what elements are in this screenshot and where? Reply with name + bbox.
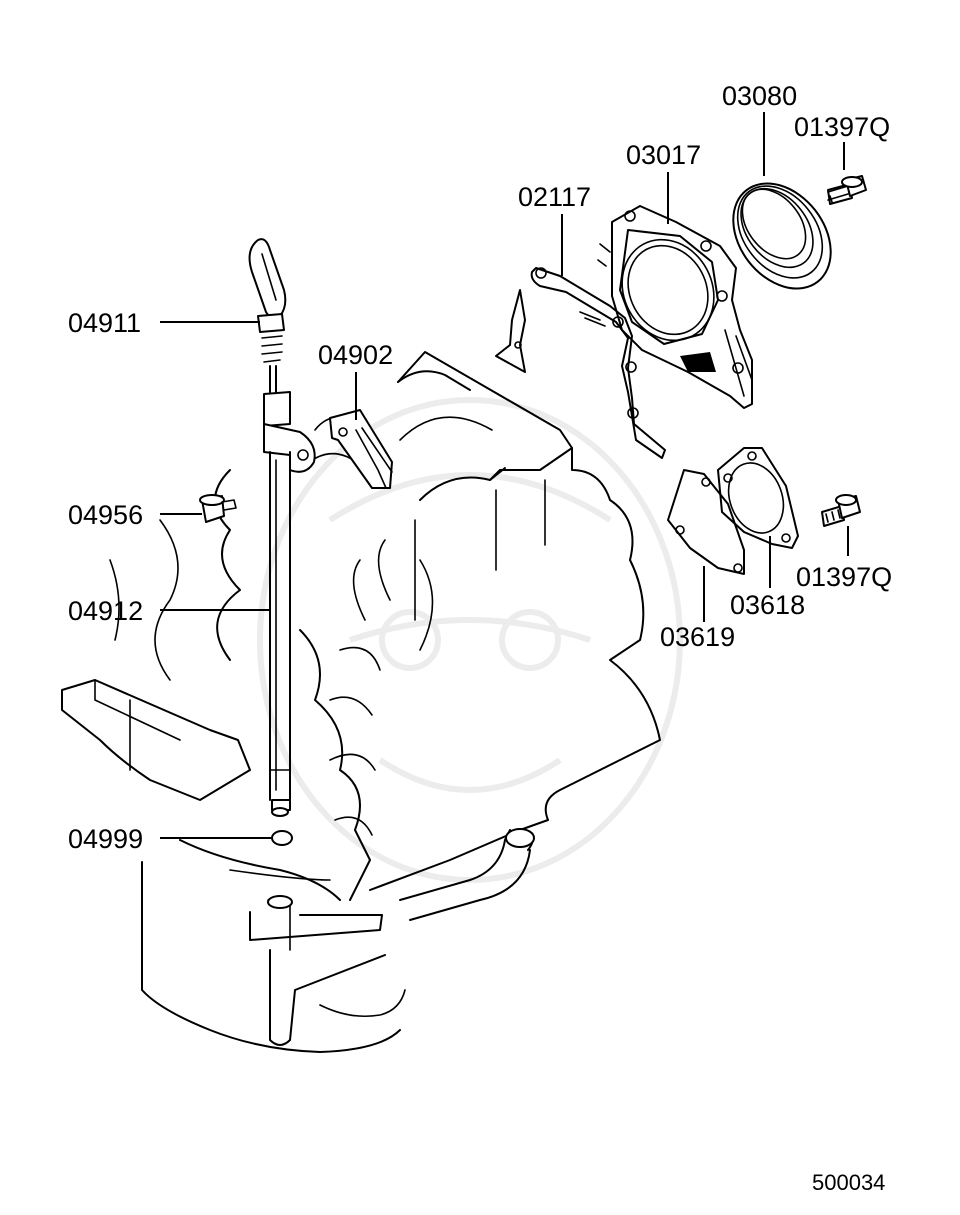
o-ring-04999	[271, 830, 293, 846]
gasket-03618	[717, 447, 799, 549]
gasket-02117	[495, 267, 666, 459]
oil-seal-03080	[732, 182, 832, 290]
rear-cover-03017	[597, 205, 753, 409]
callout-01397q-bottom: 01397Q	[796, 562, 892, 592]
bolt-04956	[199, 494, 237, 523]
bracket-04902	[329, 409, 393, 489]
callout-03618: 03618	[730, 590, 805, 620]
dipstick-assembly	[248, 238, 316, 817]
callout-labels: 03080 01397Q 03017 02117 04911 04902 049…	[68, 81, 892, 1195]
callout-04999: 04999	[68, 824, 143, 854]
callout-03080: 03080	[722, 81, 797, 111]
figure-number: 500034	[812, 1170, 885, 1195]
callout-02117: 02117	[518, 182, 591, 212]
bolt-01397q-top	[827, 175, 867, 205]
callout-03619: 03619	[660, 622, 735, 652]
cover-plate-03619	[667, 469, 745, 575]
callout-01397q-top: 01397Q	[794, 112, 890, 142]
callout-03017: 03017	[626, 140, 701, 170]
engine-block	[61, 351, 661, 1053]
callout-04911: 04911	[68, 308, 141, 338]
watermark-emblem	[257, 397, 683, 883]
callout-04912: 04912	[68, 596, 143, 626]
callout-04902: 04902	[318, 340, 393, 370]
bolt-01397q-bottom	[821, 494, 861, 527]
leader-lines	[160, 112, 849, 839]
callout-04956: 04956	[68, 500, 143, 530]
